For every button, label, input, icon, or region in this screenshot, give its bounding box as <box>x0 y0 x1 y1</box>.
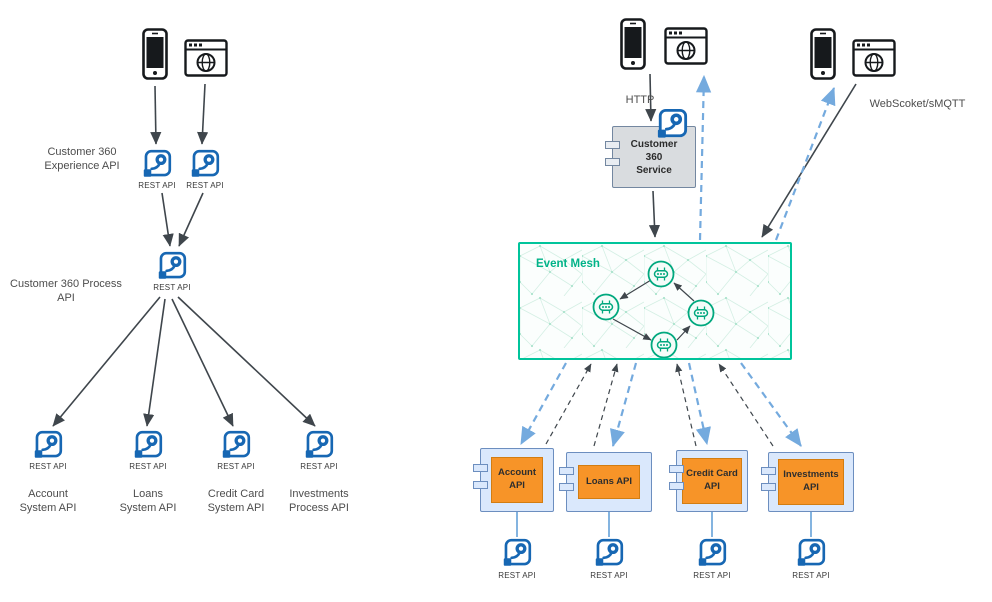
investments-process-api-label: Investments Process API <box>289 488 349 515</box>
component-tab <box>605 158 620 167</box>
rest-api-caption: REST API <box>29 462 67 471</box>
rest-api-icon <box>157 251 187 281</box>
web-browser-icon <box>852 36 896 80</box>
rest-api-icon <box>656 108 688 140</box>
rest-api-caption: REST API <box>693 571 731 580</box>
customer-360-service-label: Customer 360 Service <box>630 138 678 176</box>
event-broker-icon <box>647 260 675 288</box>
account-api-label: Account API <box>491 457 543 503</box>
loans-system-api-label: Loans System API <box>119 488 177 515</box>
rest-api-icon <box>133 430 163 460</box>
rest-api-icon <box>594 538 624 568</box>
account-api-component: Account API <box>473 448 554 512</box>
rest-api-caption: REST API <box>129 462 167 471</box>
rest-api-caption: REST API <box>153 283 191 292</box>
component-tab <box>559 483 574 492</box>
event-mesh-label: Event Mesh <box>536 258 600 270</box>
rest-api-icon <box>190 149 220 179</box>
rest-api-caption: REST API <box>138 181 176 190</box>
rest-api-icon <box>502 538 532 568</box>
event-broker-icon <box>650 331 678 359</box>
web-browser-icon <box>184 36 228 80</box>
http-label: HTTP <box>625 94 655 106</box>
api-to-rest-connectors <box>516 512 812 537</box>
credit-card-system-api-label: Credit Card System API <box>207 488 265 515</box>
web-browser-icon <box>664 24 708 68</box>
event-mesh-network <box>520 244 790 359</box>
credit-card-api-component: Credit Card API <box>669 450 748 512</box>
credit-card-api-label: Credit Card API <box>682 458 742 504</box>
mobile-app-icon <box>810 28 836 80</box>
mobile-app-icon <box>142 28 168 80</box>
rest-api-caption: REST API <box>590 571 628 580</box>
component-tab <box>473 463 488 472</box>
account-system-api-label: Account System API <box>19 488 77 515</box>
rest-api-caption: REST API <box>300 462 338 471</box>
component-tab <box>473 481 488 490</box>
rest-api-caption: REST API <box>792 571 830 580</box>
event-mesh-container: Event Mesh <box>518 242 792 360</box>
subscribe-arrows-blue-dashed <box>520 74 836 448</box>
rest-api-icon <box>221 430 251 460</box>
loans-api-component: Loans API <box>559 452 652 512</box>
websocket-smqtt-label: WebScoket/sMQTT <box>869 98 966 110</box>
rest-api-caption: REST API <box>217 462 255 471</box>
right-solid-arrows <box>645 73 857 238</box>
left-flow-arrows <box>52 83 316 427</box>
rest-api-caption: REST API <box>498 571 536 580</box>
investments-api-label: Investments API <box>778 459 844 505</box>
investments-api-component: Investments API <box>761 452 854 512</box>
rest-api-icon <box>304 430 334 460</box>
broker-link-arrows <box>612 279 695 341</box>
component-tab <box>761 466 776 475</box>
rest-api-caption: REST API <box>186 181 224 190</box>
process-api-label: Customer 360 Process API <box>10 278 122 305</box>
rest-api-icon <box>796 538 826 568</box>
component-tab <box>605 141 620 150</box>
component-tab <box>669 482 684 491</box>
event-broker-icon <box>687 299 715 327</box>
event-broker-icon <box>592 293 620 321</box>
rest-api-icon <box>697 538 727 568</box>
mobile-app-icon <box>620 18 646 70</box>
experience-api-label: Customer 360 Experience API <box>44 146 120 173</box>
component-tab <box>761 483 776 492</box>
publish-arrows-black-dashed <box>545 363 774 447</box>
rest-api-icon <box>142 149 172 179</box>
component-tab <box>669 465 684 474</box>
rest-api-icon <box>33 430 63 460</box>
loans-api-label: Loans API <box>578 465 640 499</box>
component-tab <box>559 466 574 475</box>
